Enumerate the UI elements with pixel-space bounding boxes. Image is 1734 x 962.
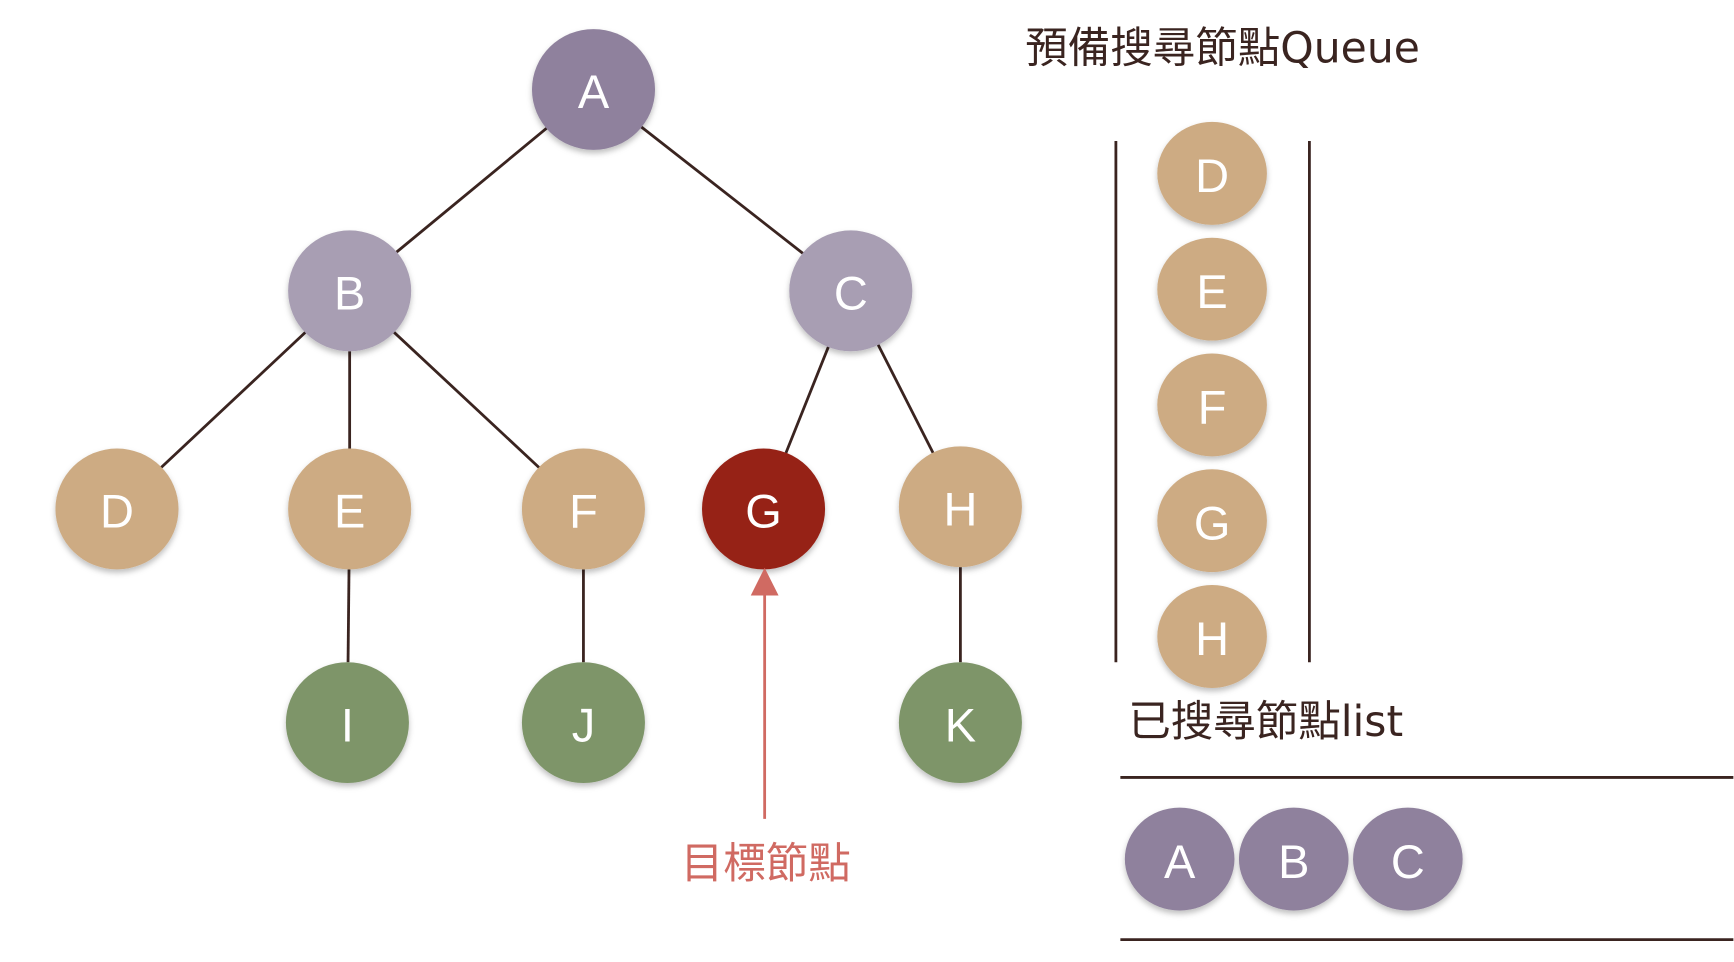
searched-item-b-circle: [1238, 807, 1349, 911]
tree-node-c-label: C: [834, 267, 868, 320]
queue-item-h-circle: [1157, 585, 1267, 688]
edge-C-G: [784, 346, 830, 454]
queue-item-g-circle: [1157, 469, 1267, 573]
queue-panel: 預備搜尋節點Queue D E F G H: [1025, 25, 1420, 688]
edge-B-F: [392, 331, 541, 469]
edge-A-C: [640, 125, 805, 255]
tree-node-a: A: [531, 29, 656, 150]
tree-node-g-label: G: [745, 485, 782, 538]
tree-node-e-label: E: [334, 485, 365, 538]
edge-A-B: [395, 126, 548, 254]
tree-node-g-circle: [702, 448, 826, 570]
tree-node-k-label: K: [945, 698, 976, 751]
tree-node-j: J: [521, 662, 645, 784]
tree-node-f-label: F: [569, 485, 598, 538]
queue-item-f-circle: [1157, 353, 1267, 457]
tree-node-j-circle: [521, 662, 645, 784]
tree-node-f-circle: [521, 448, 645, 570]
tree-node-b-label: B: [334, 267, 365, 320]
searched-item-c: C: [1353, 807, 1463, 911]
queue-item-e: E: [1157, 237, 1267, 341]
queue-item-d-circle: [1157, 121, 1267, 225]
searched-item-c-label: C: [1391, 835, 1425, 888]
tree-node-a-label: A: [578, 65, 610, 118]
edge-E-I: [346, 569, 351, 663]
tree-node-d: D: [55, 448, 179, 570]
tree-node-k-circle: [898, 662, 1022, 784]
queue-item-f-label: F: [1198, 381, 1227, 434]
searched-item-a-circle: [1124, 807, 1235, 911]
edge-B-D: [160, 331, 307, 469]
tree-node-i: I: [285, 662, 409, 784]
target-annotation: 目標節點: [681, 567, 851, 889]
searched-item-a-label: A: [1164, 835, 1196, 888]
edge-C-H: [876, 344, 935, 454]
searched-item-b: B: [1238, 807, 1349, 911]
queue-item-d-label: D: [1195, 149, 1229, 202]
searched-item-a: A: [1124, 807, 1235, 911]
tree-node-e: E: [288, 448, 412, 570]
queue-item-g-label: G: [1194, 496, 1231, 549]
tree-edges: [160, 125, 962, 663]
queue-title: 預備搜尋節點Queue: [1025, 25, 1420, 74]
tree-node-g: G: [702, 448, 826, 570]
searched-list-panel: 已搜尋節點list A B C: [1120, 698, 1734, 942]
tree-node-j-label: J: [572, 698, 595, 751]
searched-list-title: 已搜尋節點list: [1128, 698, 1403, 747]
tree-node-h-label: H: [943, 482, 977, 535]
tree-node-c-circle: [789, 230, 913, 352]
tree-node-i-circle: [285, 662, 409, 784]
tree-node-f: F: [521, 448, 645, 570]
tree-node-d-circle: [55, 448, 179, 570]
tree-node-h: H: [898, 446, 1022, 568]
tree-node-i-label: I: [341, 698, 354, 751]
queue-item-h: H: [1157, 585, 1267, 688]
tree-node-a-circle: [531, 29, 656, 150]
queue-item-e-label: E: [1196, 265, 1227, 318]
tree-node-h-circle: [898, 446, 1022, 568]
queue-item-f: F: [1157, 353, 1267, 457]
queue-item-g: G: [1157, 469, 1267, 573]
tree-node-b-circle: [288, 230, 412, 352]
tree-node-k: K: [898, 662, 1022, 784]
tree-node-d-label: D: [100, 485, 134, 538]
tree-node-e-circle: [288, 448, 412, 570]
searched-item-c-circle: [1353, 807, 1463, 911]
queue-item-h-label: H: [1195, 612, 1229, 665]
tree-node-b: B: [288, 230, 412, 352]
queue-item-d: D: [1157, 121, 1267, 225]
queue-item-e-circle: [1157, 237, 1267, 341]
tree-node-c: C: [789, 230, 913, 352]
tree-nodes: A B C D E F G H I J K: [55, 29, 1022, 784]
searched-item-b-label: B: [1278, 835, 1309, 888]
target-label: 目標節點: [681, 840, 851, 889]
